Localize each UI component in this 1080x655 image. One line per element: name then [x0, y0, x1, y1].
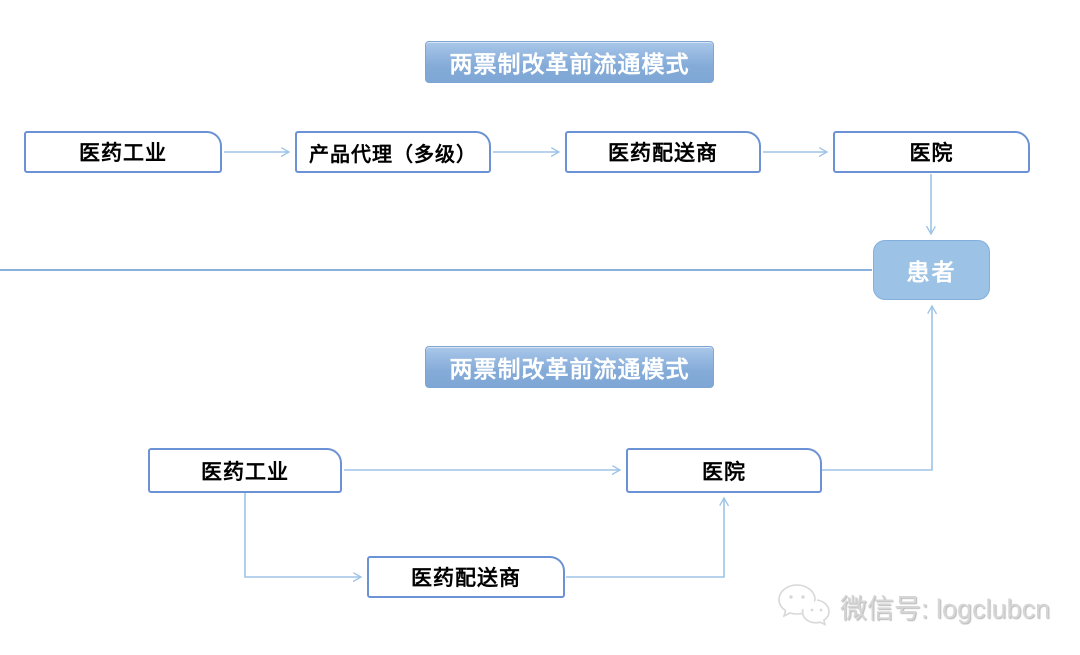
connector-distributor2-to-hospital2 — [566, 498, 724, 578]
wechat-logo-icon — [778, 584, 830, 626]
bottom-section-title: 两票制改革前流通模式 — [425, 346, 714, 388]
node-patient: 患者 — [873, 240, 990, 300]
node-distributor-top: 医药配送商 — [565, 131, 761, 173]
node-hospital-top: 医院 — [833, 131, 1030, 173]
node-pharma-industry-top: 医药工业 — [24, 131, 222, 173]
watermark-text: 微信号: logclubcn — [840, 593, 1051, 624]
node-pharma-industry-bottom: 医药工业 — [148, 448, 342, 493]
node-product-agent: 产品代理（多级） — [295, 131, 491, 173]
connector-industry2-to-distributor2 — [244, 493, 361, 577]
watermark: 微信号: logclubcn — [776, 582, 1050, 630]
connector-hospital2-to-patient — [822, 306, 932, 471]
node-distributor-bottom: 医药配送商 — [367, 556, 565, 598]
top-section-title: 两票制改革前流通模式 — [425, 41, 714, 83]
node-hospital-bottom: 医院 — [626, 448, 822, 493]
